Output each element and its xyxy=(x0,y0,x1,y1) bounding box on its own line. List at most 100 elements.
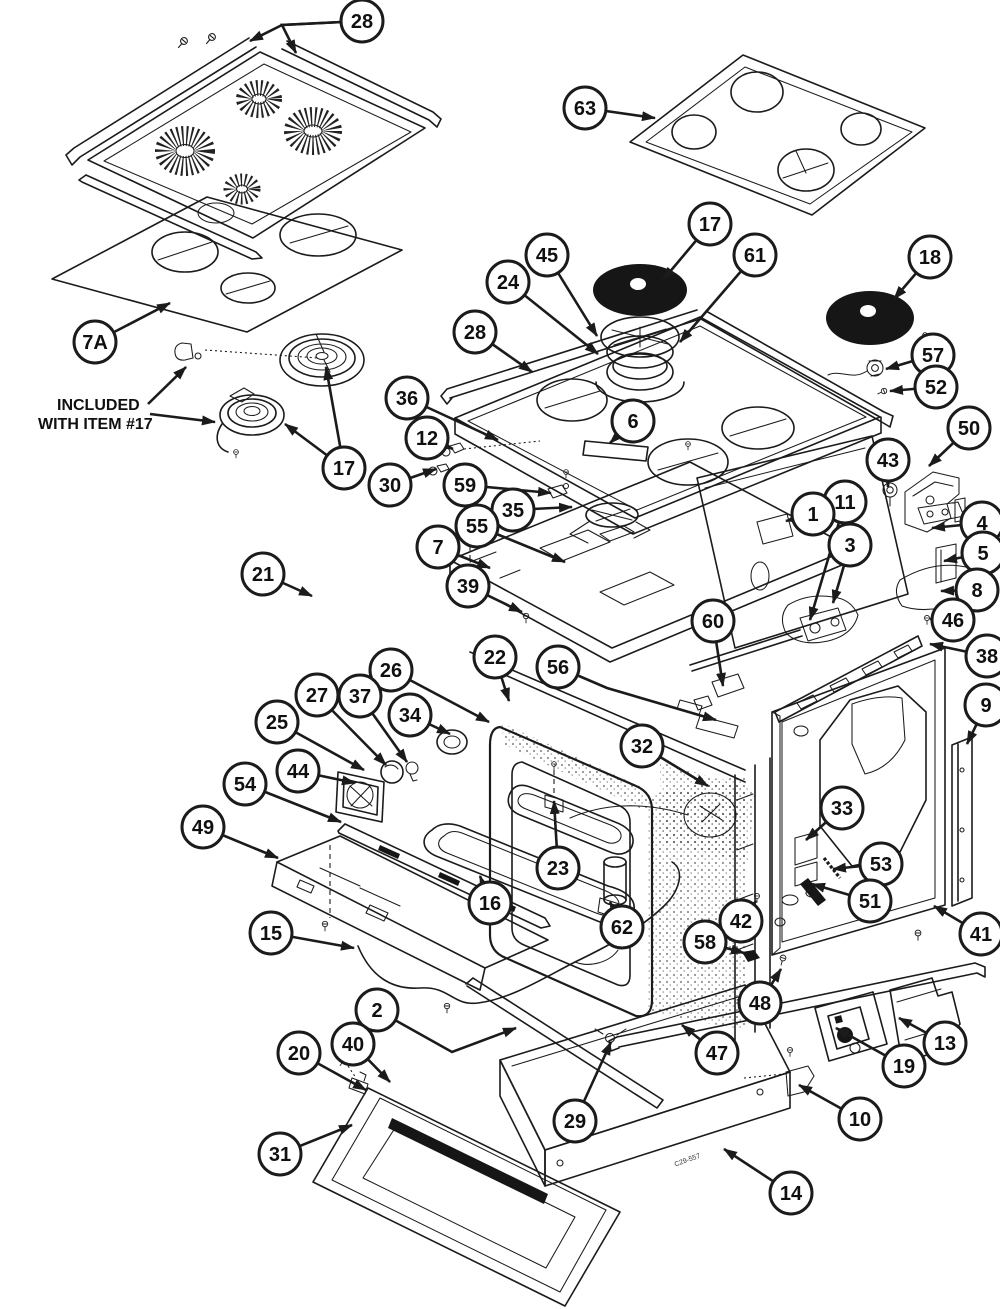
svg-text:2: 2 xyxy=(371,1000,382,1022)
callout-30: 30 xyxy=(367,462,413,508)
callout-22: 22 xyxy=(472,634,518,680)
svg-text:30: 30 xyxy=(379,475,401,497)
callout-29: 29 xyxy=(552,1098,598,1144)
svg-text:28: 28 xyxy=(351,11,373,33)
callout-26: 26 xyxy=(368,647,414,693)
callout-13: 13 xyxy=(922,1020,968,1066)
callout-56: 56 xyxy=(535,644,581,690)
callout-53: 53 xyxy=(858,841,904,887)
svg-text:1: 1 xyxy=(807,504,818,526)
svg-text:17: 17 xyxy=(333,458,355,480)
svg-text:26: 26 xyxy=(380,660,402,682)
callout-9: 9 xyxy=(963,682,1000,728)
svg-text:8: 8 xyxy=(971,580,982,602)
svg-text:35: 35 xyxy=(502,500,524,522)
callout-54: 54 xyxy=(222,761,268,807)
svg-text:38: 38 xyxy=(976,646,998,668)
callout-14: 14 xyxy=(768,1170,814,1216)
callout-31: 31 xyxy=(257,1131,303,1177)
callout-61: 61 xyxy=(732,232,778,278)
note-leader xyxy=(147,366,187,405)
svg-text:36: 36 xyxy=(396,388,418,410)
svg-text:10: 10 xyxy=(849,1109,871,1131)
svg-text:15: 15 xyxy=(260,923,282,945)
svg-text:59: 59 xyxy=(454,475,476,497)
svg-text:50: 50 xyxy=(958,418,980,440)
svg-text:5: 5 xyxy=(977,543,988,565)
svg-text:21: 21 xyxy=(252,564,274,586)
callout-55: 55 xyxy=(454,503,500,549)
svg-text:57: 57 xyxy=(922,345,944,367)
svg-text:4: 4 xyxy=(976,513,988,535)
callout-40: 40 xyxy=(330,1021,376,1067)
svg-text:12: 12 xyxy=(416,428,438,450)
callout-17: 17 xyxy=(321,445,367,491)
callout-33: 33 xyxy=(819,785,865,831)
callout-12: 12 xyxy=(404,415,450,461)
callout-24: 24 xyxy=(485,259,531,305)
svg-text:44: 44 xyxy=(287,761,310,783)
svg-text:51: 51 xyxy=(859,891,881,913)
callout-6: 6 xyxy=(610,398,656,444)
svg-text:27: 27 xyxy=(306,685,328,707)
callout-58: 58 xyxy=(682,919,728,965)
callout-3: 3 xyxy=(827,522,873,568)
svg-text:42: 42 xyxy=(730,911,752,933)
svg-text:40: 40 xyxy=(342,1034,364,1056)
callout-16: 16 xyxy=(467,880,513,926)
callout-59: 59 xyxy=(442,462,488,508)
svg-text:32: 32 xyxy=(631,736,653,758)
svg-text:7A: 7A xyxy=(82,332,108,354)
callout-50: 50 xyxy=(946,405,992,451)
svg-text:49: 49 xyxy=(192,817,214,839)
svg-text:22: 22 xyxy=(484,647,506,669)
callout-1: 1 xyxy=(790,491,836,537)
svg-text:56: 56 xyxy=(547,657,569,679)
svg-text:55: 55 xyxy=(466,516,488,538)
callout-43: 43 xyxy=(865,437,911,483)
svg-text:62: 62 xyxy=(611,917,633,939)
svg-text:25: 25 xyxy=(266,712,288,734)
callout-18: 18 xyxy=(907,234,953,280)
callout-19: 19 xyxy=(881,1043,927,1089)
center-maintop-art xyxy=(428,309,894,608)
note-line-1: INCLUDED xyxy=(57,397,140,414)
svg-text:11: 11 xyxy=(834,492,855,514)
svg-text:18: 18 xyxy=(919,247,941,269)
callout-20: 20 xyxy=(276,1030,322,1076)
rear-panel-art xyxy=(689,435,909,711)
svg-text:52: 52 xyxy=(925,377,947,399)
callout-7A: 7A xyxy=(72,319,118,365)
callout-34: 34 xyxy=(387,692,433,738)
callout-37: 37 xyxy=(337,673,383,719)
bottom-drawer-group-art: C29-557 xyxy=(312,893,986,1307)
svg-text:23: 23 xyxy=(547,858,569,880)
svg-text:17: 17 xyxy=(699,214,721,236)
element-18-art xyxy=(826,291,929,397)
cooktop-main-top-art xyxy=(65,31,442,260)
note-leader xyxy=(149,412,216,426)
svg-text:13: 13 xyxy=(934,1033,956,1055)
note-line-2: WITH ITEM #17 xyxy=(38,416,153,433)
callout-60: 60 xyxy=(690,598,736,644)
callout-36: 36 xyxy=(384,375,430,421)
svg-text:28: 28 xyxy=(464,322,486,344)
svg-text:20: 20 xyxy=(288,1043,310,1065)
callout-15: 15 xyxy=(248,910,294,956)
callout-27: 27 xyxy=(294,672,340,718)
svg-text:31: 31 xyxy=(269,1144,291,1166)
callout-48: 48 xyxy=(737,980,783,1026)
callout-38: 38 xyxy=(964,633,1000,679)
callout-49: 49 xyxy=(180,804,226,850)
callout-45: 45 xyxy=(524,232,570,278)
callout-23: 23 xyxy=(535,845,581,891)
coil-elements-art xyxy=(174,333,365,459)
callout-41: 41 xyxy=(958,911,1000,957)
callout-2: 2 xyxy=(354,987,400,1033)
callout-42: 42 xyxy=(718,898,764,944)
svg-text:54: 54 xyxy=(234,774,257,796)
callout-25: 25 xyxy=(254,699,300,745)
svg-text:3: 3 xyxy=(844,535,855,557)
svg-text:16: 16 xyxy=(479,893,501,915)
